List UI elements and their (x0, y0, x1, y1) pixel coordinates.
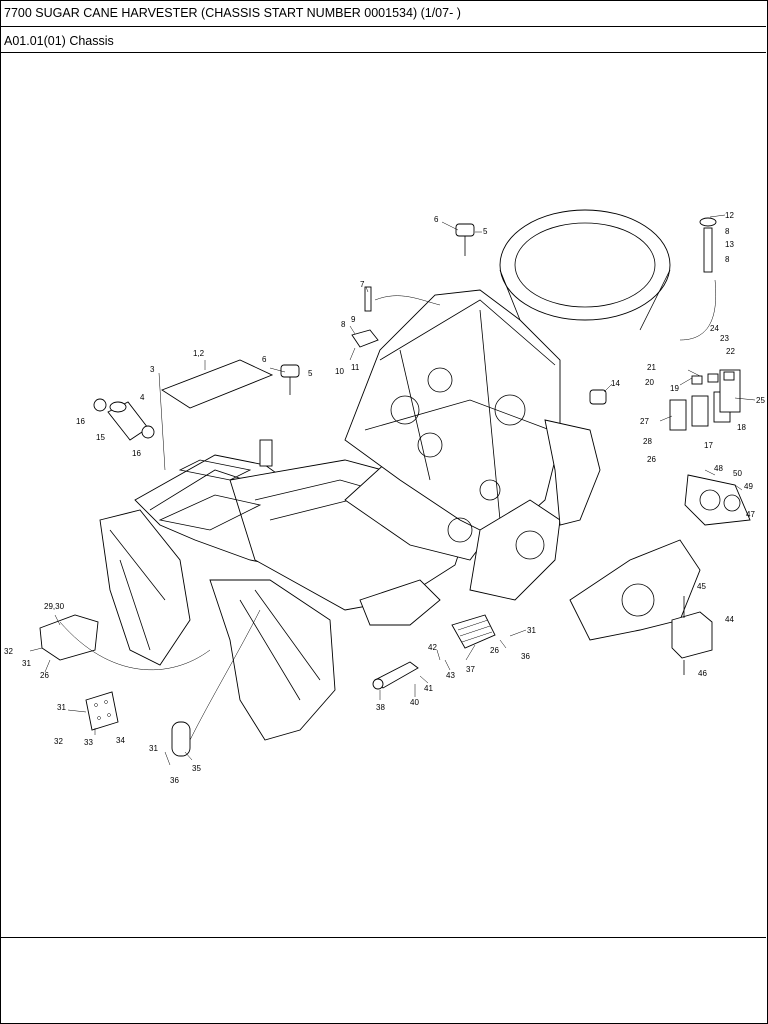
callout-31: 31 (57, 703, 66, 712)
callout-21: 21 (647, 363, 656, 372)
callout-38: 38 (376, 703, 385, 712)
callout-36: 36 (521, 652, 530, 661)
callout-6: 6 (262, 355, 267, 364)
part-plate-47 (684, 474, 751, 526)
callout-25: 25 (756, 396, 765, 405)
part-bearing-14 (589, 389, 607, 405)
callout-labels: 1,2 3 4 5 5 6 6 7 8 8 8 9 10 11 12 13 14… (4, 211, 765, 785)
leader-lines (29, 214, 756, 766)
callout-16: 16 (132, 449, 141, 458)
callout-50: 50 (733, 469, 742, 478)
part-clamp-16b (141, 425, 155, 439)
callout-5: 5 (308, 369, 313, 378)
callout-19: 19 (670, 384, 679, 393)
callout-8: 8 (725, 227, 730, 236)
callout-48: 48 (714, 464, 723, 473)
callout-15: 15 (96, 433, 105, 442)
title-row: 7700 SUGAR CANE HARVESTER (CHASSIS START… (0, 0, 766, 27)
callout-8: 8 (725, 255, 730, 264)
callout-24: 24 (710, 324, 719, 333)
callout-49: 49 (744, 482, 753, 491)
callout-26: 26 (490, 646, 499, 655)
page-title: 7700 SUGAR CANE HARVESTER (CHASSIS START… (4, 6, 461, 20)
callout-16: 16 (76, 417, 85, 426)
part-block-44 (671, 596, 713, 675)
callout-41: 41 (424, 684, 433, 693)
callout-26: 26 (647, 455, 656, 464)
part-clamp-16a (93, 398, 107, 412)
callout-31: 31 (22, 659, 31, 668)
callout-4: 4 (140, 393, 145, 402)
part-sleeve (259, 439, 273, 467)
callout-20: 20 (645, 378, 654, 387)
callout-18: 18 (737, 423, 746, 432)
part-plate-9 (351, 329, 379, 348)
callout-47: 47 (746, 510, 755, 519)
part-wheel-arm-detail (569, 539, 701, 641)
callout-9: 9 (351, 315, 356, 324)
part-plate-35 (171, 721, 191, 757)
callout-28: 28 (643, 437, 652, 446)
callout-37: 37 (466, 665, 475, 674)
callout-33: 33 (84, 738, 93, 747)
callout-40: 40 (410, 698, 419, 707)
callout-31: 31 (149, 744, 158, 753)
callout-32: 32 (54, 737, 63, 746)
callout-7: 7 (360, 280, 365, 289)
exploded-parts-diagram: 1,2 3 4 5 5 6 6 7 8 8 8 9 10 11 12 13 14… (4, 209, 765, 785)
callout-35: 35 (192, 764, 201, 773)
callout-22: 22 (726, 347, 735, 356)
callout-34: 34 (116, 736, 125, 745)
callout-13: 13 (725, 240, 734, 249)
part-bracket-18 (719, 369, 741, 413)
callout-27: 27 (640, 417, 649, 426)
callout-11: 11 (351, 363, 360, 372)
callout-8: 8 (341, 320, 346, 329)
chassis-frame (99, 209, 671, 741)
callout-29-30: 29,30 (44, 602, 65, 611)
part-guard-29-30 (39, 614, 99, 661)
callout-31: 31 (527, 626, 536, 635)
callout-14: 14 (611, 379, 620, 388)
section-row: A01.01(01) Chassis (0, 26, 766, 53)
part-bracket-7 (364, 286, 372, 312)
callout-6: 6 (434, 215, 439, 224)
callout-46: 46 (698, 669, 707, 678)
callout-5: 5 (483, 227, 488, 236)
part-clips-19 (691, 371, 735, 385)
callout-42: 42 (428, 643, 437, 652)
part-mount-5a (280, 364, 300, 395)
callout-44: 44 (725, 615, 734, 624)
part-plate-33 (85, 691, 119, 731)
callout-43: 43 (446, 671, 455, 680)
part-mount-5b (455, 223, 475, 256)
part-cover-plate (161, 359, 274, 409)
callout-3: 3 (150, 365, 155, 374)
footer-divider (0, 937, 766, 938)
callout-23: 23 (720, 334, 729, 343)
section-title: A01.01(01) Chassis (4, 34, 114, 48)
callout-32: 32 (4, 647, 13, 656)
callout-45: 45 (697, 582, 706, 591)
callout-12: 12 (725, 211, 734, 220)
part-link-38 (372, 661, 419, 690)
callout-36: 36 (170, 776, 179, 785)
callout-10: 10 (335, 367, 344, 376)
part-mount-12 (699, 217, 717, 273)
part-step-37 (451, 614, 496, 649)
callout-26: 26 (40, 671, 49, 680)
callout-17: 17 (704, 441, 713, 450)
callout-1-2: 1,2 (193, 349, 205, 358)
